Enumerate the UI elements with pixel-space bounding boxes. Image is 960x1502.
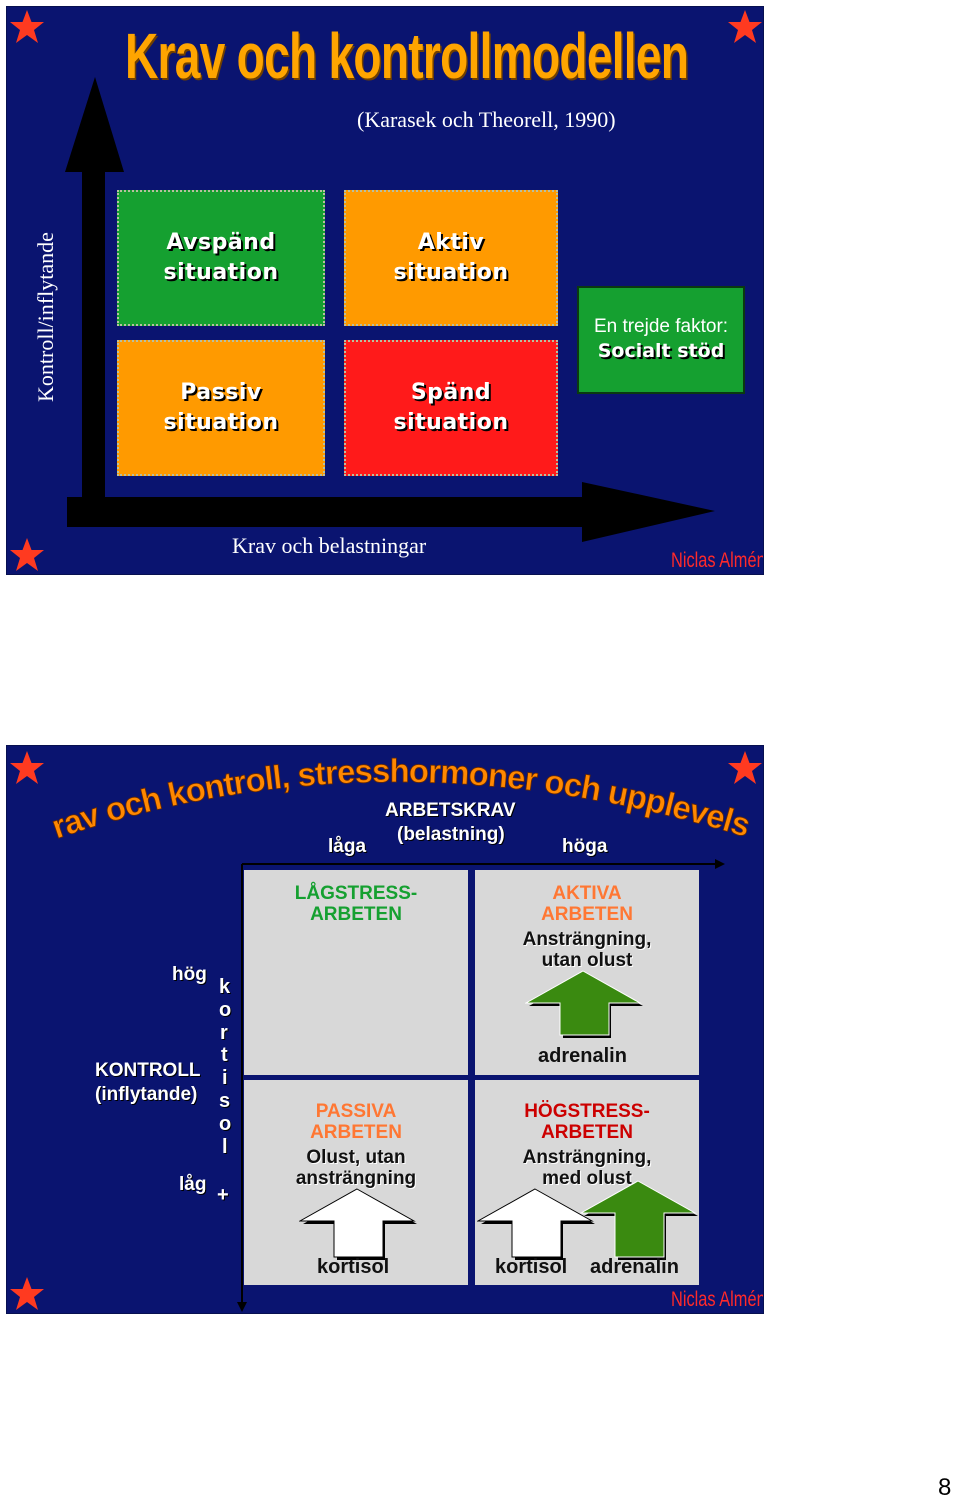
axis-arrows bbox=[65, 77, 715, 542]
up-arrow-icon bbox=[477, 1188, 595, 1260]
x-axis-high: höga bbox=[562, 836, 608, 857]
star-icon bbox=[728, 751, 762, 784]
cortisol-letter: s bbox=[219, 1090, 231, 1112]
social-support-label: Socialt stöd bbox=[597, 340, 725, 362]
author-credit: Niclas Almén bbox=[671, 1288, 764, 1311]
cell-description: Ansträngning,med olust bbox=[522, 1147, 652, 1189]
star-icon bbox=[10, 751, 44, 784]
hormone-label: adrenalin bbox=[590, 1256, 679, 1278]
x-axis-subtitle: (belastning) bbox=[397, 824, 505, 845]
hormone-label: kortisol bbox=[495, 1256, 568, 1278]
arched-title: Krav och kontroll, stresshormoner och up… bbox=[7, 746, 755, 846]
cell-title: LÅGSTRESS-ARBETEN bbox=[294, 883, 418, 925]
star-icon bbox=[10, 10, 44, 43]
cortisol-letter: o bbox=[219, 999, 232, 1021]
slide-karasek-model: Krav och kontrollmodellen (Karasek och T… bbox=[6, 6, 764, 575]
x-axis-low: låga bbox=[328, 836, 367, 857]
cortisol-letter: l bbox=[222, 1136, 228, 1158]
cell-title: HÖGSTRESS-ARBETEN bbox=[524, 1101, 650, 1143]
author-credit: Niclas Almén bbox=[671, 549, 764, 572]
cell-low-stress: LÅGSTRESS-ARBETEN bbox=[244, 870, 468, 1075]
star-icon bbox=[728, 10, 762, 43]
up-arrow-icon bbox=[299, 1188, 417, 1260]
x-axis-label: Krav och belastningar bbox=[232, 533, 427, 558]
y-axis-high: hög bbox=[172, 964, 207, 985]
star-icon bbox=[10, 1277, 44, 1310]
cortisol-letter: r bbox=[220, 1022, 228, 1044]
up-arrow-icon bbox=[580, 1180, 698, 1260]
y-axis-label: Kontroll/inflytande bbox=[33, 232, 58, 402]
cortisol-letter: i bbox=[222, 1067, 228, 1089]
slide-stress-hormones: Krav och kontroll, stresshormoner och up… bbox=[6, 745, 764, 1314]
third-factor-label: En trejde faktor: bbox=[593, 316, 729, 337]
plus-sign: + bbox=[217, 1184, 229, 1206]
up-arrow-icon bbox=[525, 970, 643, 1038]
page-number: 8 bbox=[938, 1474, 952, 1501]
y-axis-title: KONTROLL bbox=[95, 1060, 201, 1081]
slide-subtitle: (Karasek och Theorell, 1990) bbox=[357, 107, 616, 132]
hormone-label: kortisol bbox=[317, 1256, 390, 1278]
y-axis-low: låg bbox=[179, 1174, 207, 1195]
cortisol-letter: k bbox=[219, 976, 231, 998]
cortisol-letter: t bbox=[221, 1044, 228, 1066]
x-axis-title: ARBETSKRAV bbox=[385, 800, 516, 821]
cell-high-stress: HÖGSTRESS-ARBETEN Ansträngning,med olust… bbox=[475, 1080, 699, 1285]
third-factor-box: En trejde faktor: Socialt stöd bbox=[577, 286, 745, 394]
axis-lines bbox=[237, 859, 725, 1312]
star-icon bbox=[10, 538, 44, 571]
y-axis-subtitle: (inflytande) bbox=[95, 1084, 198, 1105]
hormone-label: adrenalin bbox=[538, 1045, 627, 1067]
cortisol-letter: o bbox=[219, 1113, 232, 1135]
cell-description: Ansträngning,utan olust bbox=[522, 929, 652, 971]
